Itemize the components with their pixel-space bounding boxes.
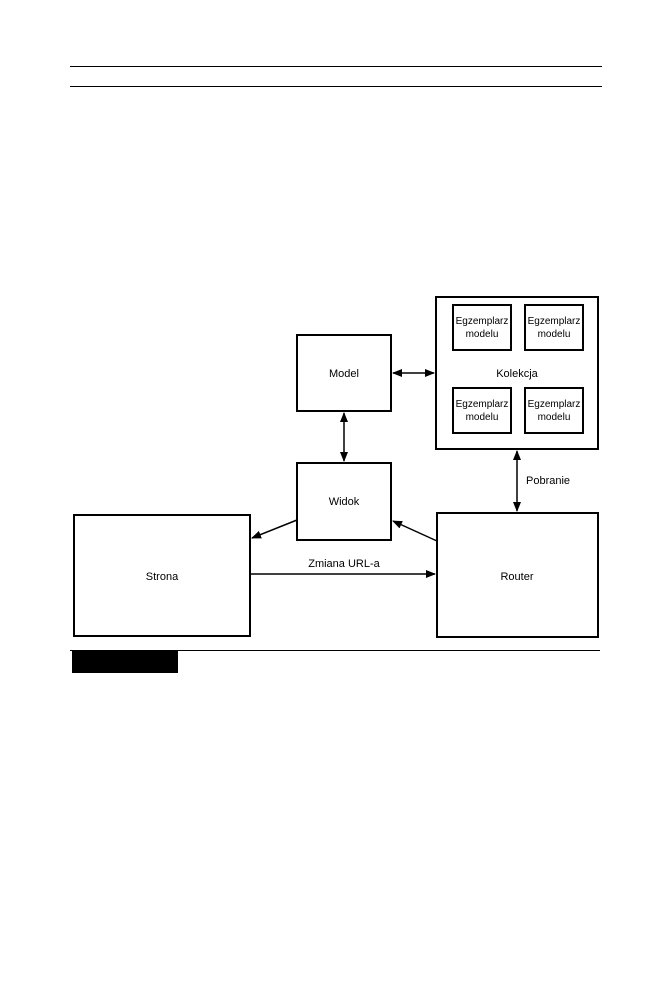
header-rule-bottom — [70, 86, 602, 87]
instance-1-line-2: modelu — [466, 329, 499, 340]
header-rule-top — [70, 66, 602, 67]
widok-label: Widok — [329, 496, 360, 508]
router-label: Router — [500, 571, 533, 583]
figure-caption-rule — [70, 650, 600, 651]
instance-1-line-1: Egzemplarz — [456, 316, 509, 327]
zmiana-url-label: Zmiana URL-a — [308, 558, 380, 570]
model-label: Model — [329, 368, 359, 380]
arrow-widok-strona — [251, 519, 298, 539]
pobranie-label: Pobranie — [526, 475, 570, 487]
model-instance-4: Egzemplarz modelu — [524, 387, 584, 434]
model-instance-2: Egzemplarz modelu — [524, 304, 584, 351]
strona-label: Strona — [146, 571, 179, 583]
instance-4-line-2: modelu — [538, 412, 571, 423]
instance-3-line-2: modelu — [466, 412, 499, 423]
instance-3-line-1: Egzemplarz — [456, 399, 509, 410]
instance-4-line-1: Egzemplarz — [528, 399, 581, 410]
kolekcja-label: Kolekcja — [496, 368, 538, 380]
model-node: Model — [296, 334, 392, 412]
widok-node: Widok — [296, 462, 392, 541]
model-instance-3: Egzemplarz modelu — [452, 387, 512, 434]
figure-caption-bar — [72, 651, 178, 673]
model-instance-1: Egzemplarz modelu — [452, 304, 512, 351]
strona-node: Strona — [73, 514, 251, 637]
router-node: Router — [436, 512, 599, 638]
instance-2-line-1: Egzemplarz — [528, 316, 581, 327]
arrow-router-widok — [392, 520, 438, 542]
instance-2-line-2: modelu — [538, 329, 571, 340]
